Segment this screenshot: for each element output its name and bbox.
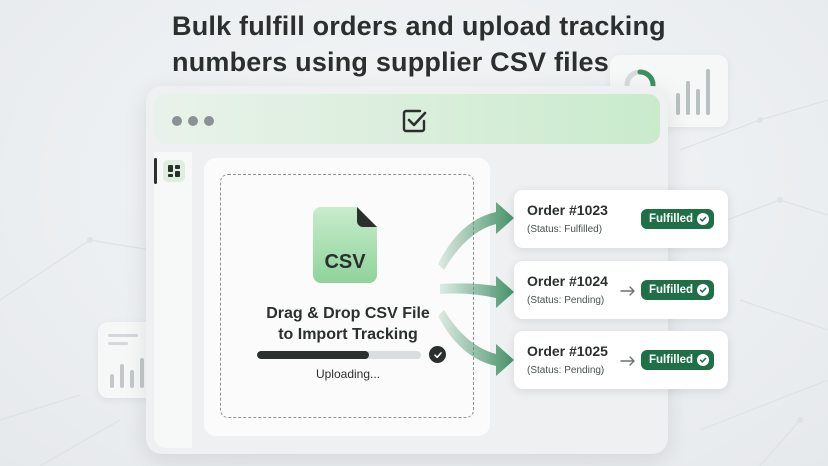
order-status: (Status: Fulfilled)	[527, 224, 603, 235]
dropzone-title-line-1: Drag & Drop CSV File	[266, 305, 430, 322]
order-title: Order #1025	[527, 343, 608, 359]
flow-arrows	[438, 202, 514, 376]
sidebar-item-dashboard[interactable]	[163, 160, 185, 182]
badge-label: Fulfilled	[649, 354, 694, 366]
dashboard-grid-icon	[168, 165, 180, 177]
order-title: Order #1024	[527, 273, 608, 289]
csv-file-icon	[313, 207, 377, 283]
order-status: (Status: Pending)	[527, 295, 605, 306]
bar-chart-icon	[108, 334, 144, 388]
upload-progress-bar	[257, 351, 421, 359]
csv-file-label: CSV	[324, 251, 366, 273]
arrow-right-icon	[620, 356, 635, 366]
dropzone-title: Drag & Drop CSV File to Import Tracking	[221, 303, 475, 345]
arrow-to-order-2-icon	[440, 276, 514, 308]
order-card[interactable]: Order #1025 (Status: Pending) Fulfilled	[514, 331, 728, 389]
check-circle-icon	[697, 354, 710, 366]
order-card[interactable]: Order #1023 (Status: Fulfilled) Fulfille…	[514, 190, 728, 248]
headline-line-1: Bulk fulfill orders and upload tracking	[172, 11, 666, 41]
sidebar	[154, 152, 192, 448]
fulfilled-badge: Fulfilled	[641, 209, 715, 229]
upload-complete-check-icon	[429, 346, 446, 363]
window-dot-icon[interactable]	[172, 116, 182, 126]
dropzone-title-line-2: to Import Tracking	[278, 326, 418, 343]
badge-label: Fulfilled	[649, 284, 694, 296]
fulfilled-badge: Fulfilled	[641, 280, 715, 300]
arrow-right-icon	[620, 286, 635, 296]
order-card[interactable]: Order #1024 (Status: Pending) Fulfilled	[514, 261, 728, 319]
window-dot-icon[interactable]	[188, 116, 198, 126]
check-circle-icon	[697, 284, 710, 296]
headline: Bulk fulfill orders and upload tracking …	[172, 8, 692, 80]
upload-status-text: Uploading...	[315, 367, 381, 381]
arrow-to-order-1-icon	[438, 202, 514, 270]
fulfilled-badge: Fulfilled	[641, 350, 715, 370]
headline-line-2: numbers using supplier CSV files	[172, 47, 609, 77]
upload-progress-fill	[257, 351, 369, 359]
upload-panel: CSV Drag & Drop CSV File to Import Track…	[204, 158, 490, 436]
check-circle-icon	[697, 213, 710, 225]
window-dot-icon[interactable]	[204, 116, 214, 126]
window-titlebar	[154, 94, 660, 144]
order-status: (Status: Pending)	[527, 365, 605, 376]
sidebar-active-marker	[154, 158, 157, 184]
order-title: Order #1023	[527, 202, 608, 218]
checkbox-check-icon	[402, 109, 427, 133]
badge-label: Fulfilled	[649, 213, 694, 225]
csv-dropzone[interactable]: CSV Drag & Drop CSV File to Import Track…	[220, 174, 474, 418]
arrow-to-order-3-icon	[438, 310, 514, 376]
